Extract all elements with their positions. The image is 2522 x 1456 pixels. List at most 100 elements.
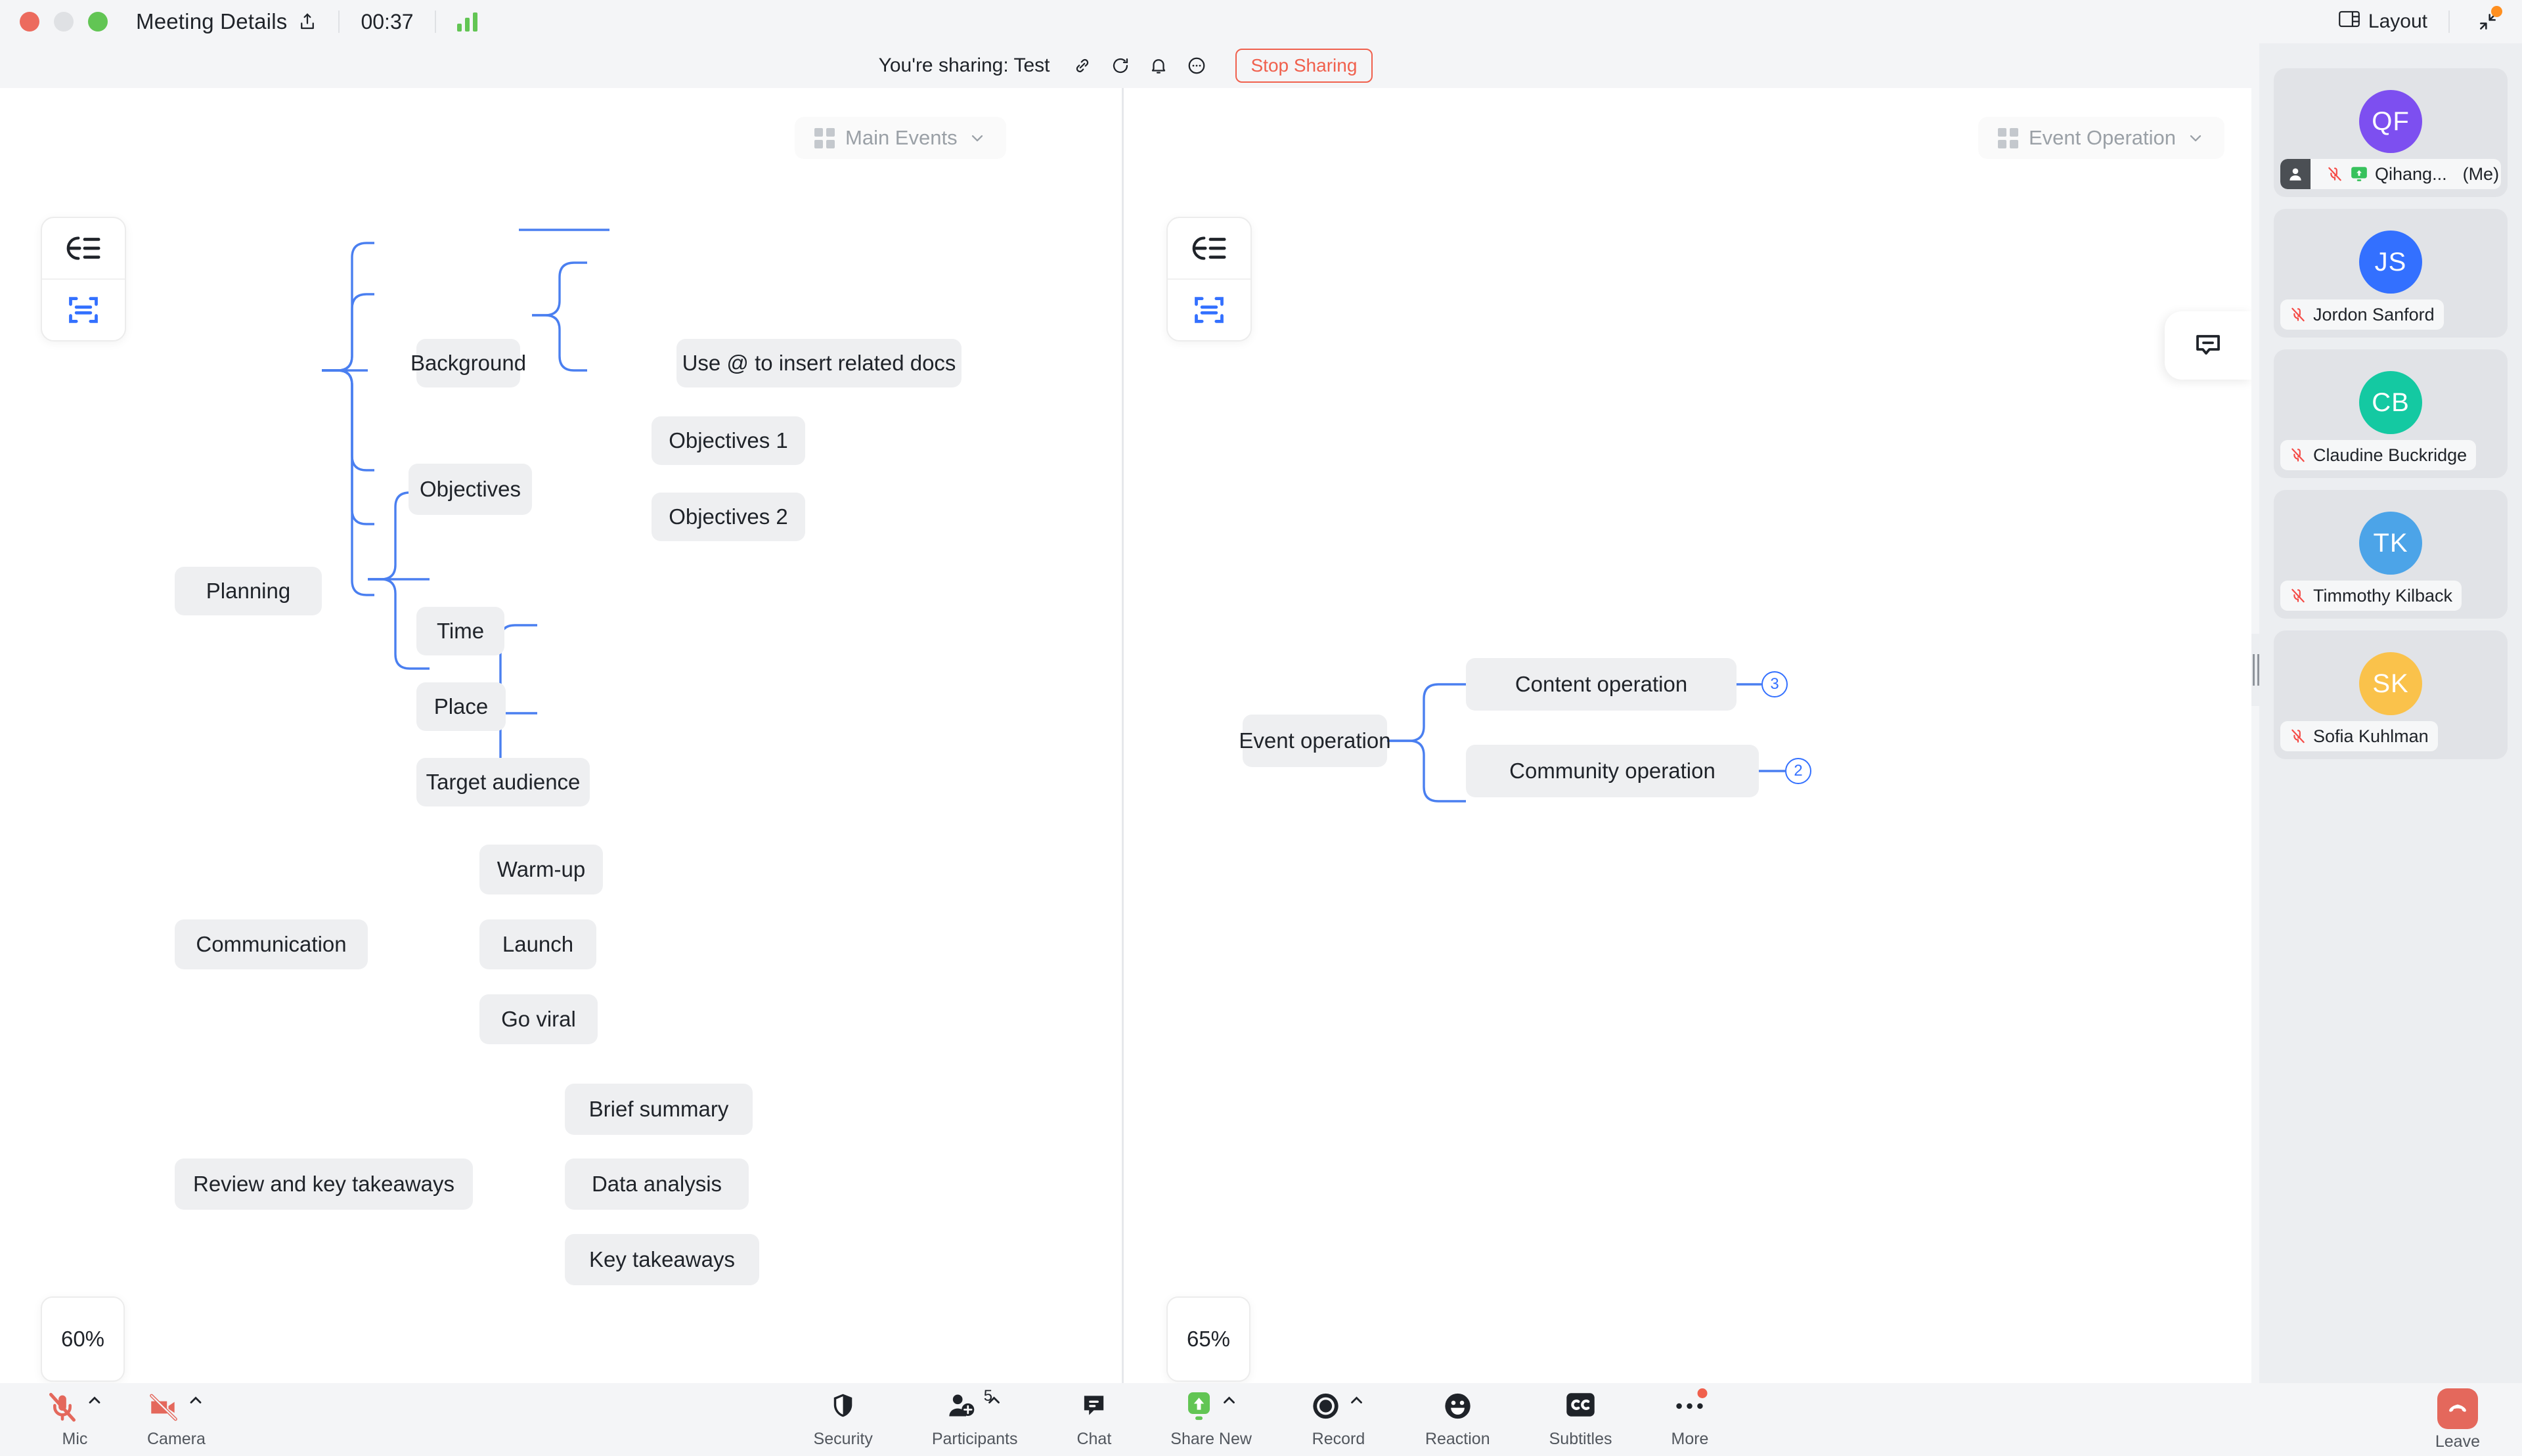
shared-content-stage: Main Events — [0, 88, 2251, 1383]
participants-button[interactable]: 5 Participants — [932, 1387, 1018, 1449]
camera-options-chevron-icon[interactable] — [187, 1391, 205, 1413]
mindmap-node[interactable]: Target audience — [416, 758, 590, 806]
participant-tile[interactable]: QF — [2274, 68, 2508, 197]
notification-dot — [2491, 6, 2502, 17]
more-dots-icon — [1676, 1403, 1704, 1409]
refresh-icon[interactable] — [1111, 56, 1130, 76]
mindmap-node[interactable]: Community operation — [1466, 745, 1759, 797]
participant-name: Jordon Sanford — [2313, 304, 2435, 324]
doc-title-dropdown-right[interactable]: Event Operation — [1978, 117, 2225, 159]
panel-divider[interactable] — [1122, 88, 1124, 1383]
more-dots-icon[interactable] — [1187, 56, 1206, 76]
mindmap-node[interactable]: Data analysis — [565, 1158, 749, 1210]
mindmap-node[interactable]: Key takeaways — [565, 1234, 759, 1285]
reaction-label: Reaction — [1425, 1429, 1490, 1448]
mindmap-node[interactable]: Event operation — [1239, 715, 1391, 767]
participant-tile[interactable]: SK Sofia Kuhlman — [2274, 630, 2508, 759]
participant-tile[interactable]: CB Claudine Buckridge — [2274, 349, 2508, 478]
mic-button[interactable]: Mic — [46, 1391, 104, 1449]
security-button[interactable]: Security — [814, 1391, 873, 1449]
link-icon[interactable] — [1073, 56, 1092, 76]
sidebar-resize-handle[interactable] — [2251, 634, 2261, 706]
page-title: Meeting Details — [136, 9, 288, 33]
record-label: Record — [1312, 1429, 1365, 1448]
mindmap-node[interactable]: Brief summary — [565, 1084, 753, 1135]
record-options-chevron-icon[interactable] — [1348, 1391, 1366, 1413]
mindmap-node[interactable]: Go viral — [479, 994, 598, 1044]
toolbar-center-group: Security 5 — [814, 1387, 1709, 1449]
participants-options-chevron-icon[interactable] — [984, 1391, 1003, 1413]
doc-title-dropdown-left[interactable]: Main Events — [795, 117, 1006, 159]
window-controls[interactable] — [20, 12, 108, 32]
mindmap-node[interactable]: Objectives 2 — [652, 493, 805, 541]
comment-bubble-icon[interactable] — [2165, 311, 2251, 380]
minimize-window-button[interactable] — [54, 12, 74, 32]
more-button[interactable]: More — [1671, 1388, 1709, 1449]
chat-label: Chat — [1076, 1429, 1112, 1448]
chat-icon — [1084, 1395, 1104, 1415]
participant-name-bar: Qihang... (Me) — [2280, 159, 2501, 189]
mindmap-node[interactable]: Use @ to insert related docs — [676, 339, 962, 387]
node-count-badge[interactable]: 2 — [1785, 758, 1811, 784]
mindmap-node[interactable]: Time — [416, 607, 504, 655]
subtitles-button[interactable]: Subtitles — [1549, 1391, 1612, 1449]
divider — [338, 11, 340, 33]
layout-icon — [2339, 11, 2360, 33]
participant-tile[interactable]: TK Timmothy Kilback — [2274, 490, 2508, 619]
camera-label: Camera — [147, 1429, 206, 1448]
mindmap-connectors-left — [322, 229, 609, 804]
mindmap-node[interactable]: Content operation — [1466, 658, 1737, 711]
reaction-button[interactable]: Reaction — [1425, 1391, 1490, 1449]
share-options-chevron-icon[interactable] — [1220, 1391, 1238, 1413]
participant-me-label: (Me) — [2462, 164, 2500, 184]
avatar: QF — [2359, 90, 2422, 153]
bell-icon[interactable] — [1149, 56, 1168, 76]
canvas-tools-right — [1166, 217, 1252, 342]
fit-screen-icon[interactable] — [42, 278, 125, 340]
node-count-badge[interactable]: 3 — [1761, 671, 1788, 697]
camera-button[interactable]: Camera — [147, 1391, 206, 1449]
participant-tile[interactable]: JS Jordon Sanford — [2274, 209, 2508, 338]
mindmap-node[interactable]: Launch — [479, 919, 596, 969]
mindmap-node[interactable]: Review and key takeaways — [175, 1158, 473, 1210]
mindmap-node[interactable]: Place — [416, 682, 506, 731]
collapse-arrows-icon[interactable] — [2477, 6, 2502, 32]
participant-name: Qihang... — [2375, 164, 2447, 184]
security-label: Security — [813, 1429, 873, 1448]
record-icon — [1313, 1393, 1339, 1419]
outline-icon[interactable] — [1168, 218, 1250, 278]
mindmap-node[interactable]: Objectives — [409, 464, 532, 515]
stop-sharing-button[interactable]: Stop Sharing — [1235, 49, 1373, 83]
share-new-button[interactable]: Share New — [1170, 1391, 1252, 1449]
canvas-tools-left — [41, 217, 126, 342]
mic-off-icon — [2290, 587, 2307, 604]
record-button[interactable]: Record — [1311, 1391, 1366, 1449]
layout-button[interactable]: Layout — [2339, 11, 2427, 33]
more-label: More — [1671, 1429, 1709, 1448]
mindmap-node[interactable]: Communication — [175, 919, 368, 969]
mic-options-chevron-icon[interactable] — [85, 1391, 104, 1413]
signal-bars-icon[interactable] — [456, 12, 477, 32]
close-window-button[interactable] — [20, 12, 39, 32]
mic-off-icon — [49, 1392, 76, 1422]
outline-icon[interactable] — [42, 218, 125, 278]
zoom-level-right[interactable]: 65% — [1166, 1296, 1250, 1382]
mindmap-node[interactable]: Background — [410, 339, 526, 387]
leave-button[interactable]: Leave — [2435, 1388, 2480, 1451]
divider — [2448, 11, 2450, 33]
share-arrow-icon[interactable] — [298, 12, 317, 32]
share-new-label: Share New — [1170, 1429, 1252, 1448]
maximize-window-button[interactable] — [88, 12, 108, 32]
mindmap-node[interactable]: Warm-up — [479, 845, 603, 894]
meeting-timer: 00:37 — [361, 9, 414, 33]
more-notification-dot — [1697, 1388, 1708, 1398]
fit-screen-icon[interactable] — [1168, 278, 1250, 340]
zoom-level-left[interactable]: 60% — [41, 1296, 125, 1382]
chat-button[interactable]: Chat — [1076, 1391, 1111, 1449]
doc-title-left: Main Events — [845, 126, 958, 149]
mindmap-node[interactable]: Planning — [175, 567, 322, 615]
mindmap-node[interactable]: Objectives 1 — [652, 416, 805, 465]
participant-name-bar: Claudine Buckridge — [2280, 440, 2477, 470]
cc-icon — [1566, 1392, 1595, 1417]
